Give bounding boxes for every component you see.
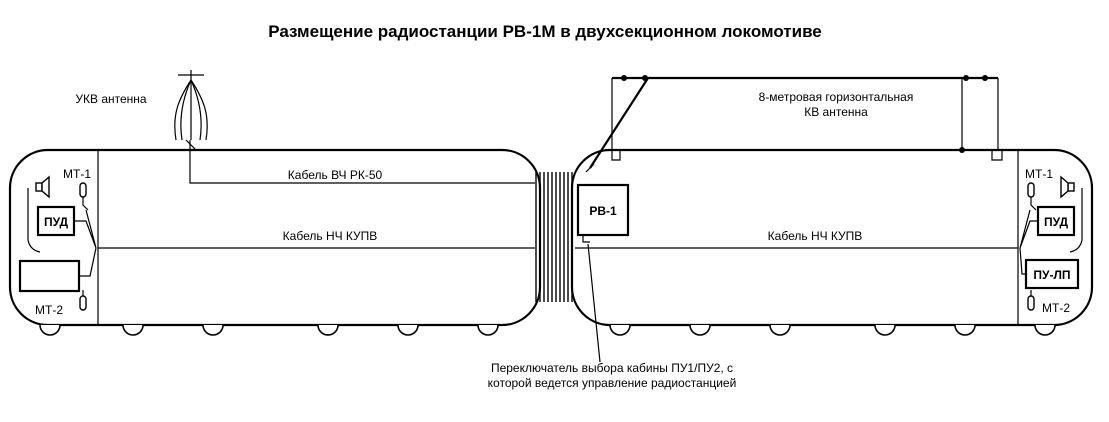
hf-antenna-label-line2: КВ антенна	[804, 105, 868, 119]
microphone-icon	[79, 290, 87, 311]
wheel	[317, 324, 339, 336]
wheel	[1034, 324, 1056, 336]
left-cab-window	[27, 188, 41, 253]
right-section-body	[570, 148, 1094, 327]
wheel	[122, 324, 144, 336]
hf-antenna-mount-right	[959, 78, 1003, 161]
wheel	[477, 324, 499, 336]
pu-lp-box	[1024, 258, 1080, 290]
left-panel-wiring	[79, 247, 97, 277]
inter-section-coupling	[535, 172, 573, 302]
hf-antenna-insulators	[621, 75, 988, 81]
right-locomotive-section: Кабель НЧ КУПВ РВ-1 8-метровая горизонта…	[570, 75, 1094, 336]
hf-antenna-mount-left	[585, 77, 649, 173]
pud-right-wiring	[1019, 209, 1038, 249]
pu-lp-wiring	[1019, 247, 1026, 275]
microphone-icon	[1027, 182, 1037, 211]
switch-label-line2: которой ведется управление радиостанцией	[488, 376, 737, 390]
mt1-right-label: МТ-1	[1025, 167, 1053, 181]
left-panel-box	[18, 259, 81, 293]
vhf-antenna-icon	[174, 70, 208, 151]
radio-rv1-label: РВ-1	[589, 204, 617, 218]
mt2-left-label: МТ-2	[35, 303, 63, 317]
right-wheels	[609, 324, 1056, 336]
mt1-left-label: МТ-1	[63, 167, 91, 181]
cable-rf-label: Кабель ВЧ РК-50	[288, 168, 383, 182]
cabin-switch-icon	[582, 235, 590, 243]
switch-leader-line	[587, 243, 601, 363]
wheel	[689, 324, 711, 336]
pud-left-label: ПУД	[44, 215, 68, 229]
radio-rv1-box	[576, 183, 630, 237]
mt2-right-label: МТ-2	[1042, 301, 1070, 315]
wheel	[769, 324, 791, 336]
wheel	[397, 324, 419, 336]
vhf-antenna-label: УКВ антенна	[75, 92, 147, 106]
wheel	[202, 324, 224, 336]
cable-lf-label-right: Кабель НЧ КУПВ	[768, 229, 863, 243]
wheel	[954, 324, 976, 336]
pud-left-wiring	[74, 209, 97, 249]
speaker-icon	[1060, 175, 1075, 199]
wheel	[874, 324, 896, 336]
rf-cable-line	[189, 140, 535, 184]
right-cab-window	[1069, 188, 1083, 253]
pud-right-box	[1036, 205, 1076, 237]
pud-right-label: ПУД	[1044, 215, 1068, 229]
microphone-icon	[1027, 290, 1035, 311]
switch-label-line1: Переключатель выбора кабины ПУ1/ПУ2, с	[491, 361, 733, 375]
wheel	[609, 324, 631, 336]
pu-lp-label: ПУ-ЛП	[1033, 268, 1070, 282]
speaker-icon	[35, 175, 50, 199]
left-locomotive-section: Кабель НЧ КУПВ Кабель ВЧ РК-50 МТ-1 ПУД …	[8, 140, 542, 336]
wheel	[39, 324, 61, 336]
microphone-icon	[79, 182, 89, 211]
cable-lf-label-left: Кабель НЧ КУПВ	[283, 229, 378, 243]
diagram-title: Размещение радиостанции РВ-1М в двухсекц…	[268, 22, 822, 41]
hf-antenna-label-line1: 8-метровая горизонтальная	[759, 90, 914, 104]
left-wheels	[39, 324, 499, 336]
